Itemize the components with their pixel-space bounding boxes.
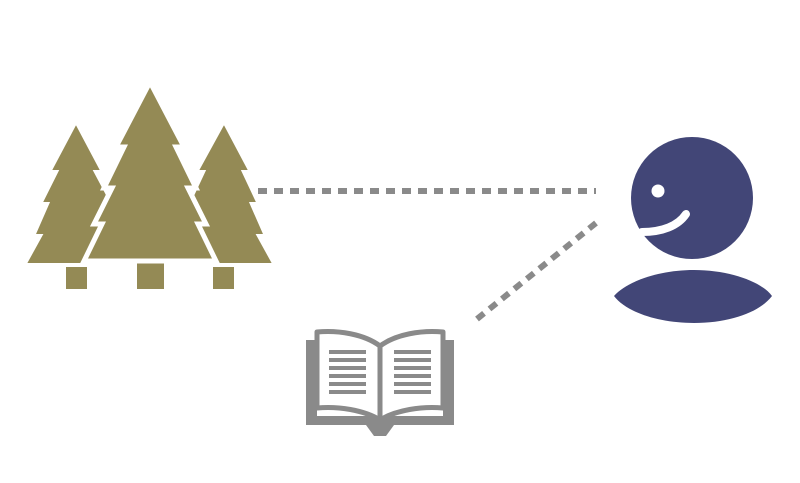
person-head: [631, 137, 753, 259]
open-book-icon: [306, 329, 454, 436]
connectors: [258, 188, 598, 322]
person-smile: [638, 210, 690, 236]
book-text-lines-left: [329, 350, 366, 394]
book-text-lines-right: [394, 350, 431, 394]
forest-icon: [20, 76, 279, 289]
person-body: [614, 270, 772, 323]
pine-tree-center-icon: [80, 76, 220, 289]
person-icon: [614, 137, 772, 323]
connector-book-person: [475, 220, 598, 322]
person-eye: [651, 184, 665, 198]
